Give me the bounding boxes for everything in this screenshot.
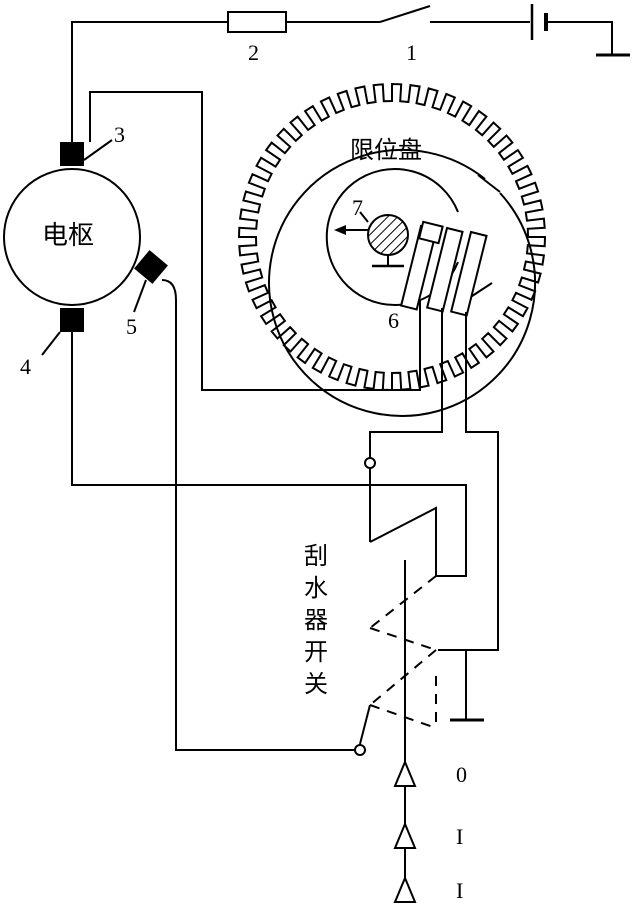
main-switch-1 [379,5,431,23]
position-marker-1 [393,821,417,849]
brush-5 [134,250,168,284]
position-markers [393,759,417,903]
contact-spring-c [449,230,488,317]
label-position-1: I [456,824,463,849]
position-marker-0 [393,759,417,787]
limit-disc-inner-track [268,148,536,417]
label-wiper-switch: 刮 水 器 开 关 [304,542,328,698]
switch-dash-4 [369,704,437,729]
leader-4 [41,331,61,356]
armature-motor [3,142,168,332]
leader-5 [133,279,147,313]
brush-3 [60,142,84,166]
cam-shaft-7 [367,214,409,256]
label-position-0: 0 [456,762,467,787]
label-brush-4: 4 [20,354,31,379]
wiper-switch-char-4: 开 [304,638,328,666]
wire-battery-to-ground [546,21,613,55]
switch-terminal-top [364,457,376,469]
wiper-switch-char-5: 关 [304,670,328,698]
wiper-switch-char-2: 水 [304,574,328,602]
label-armature: 电枢 [42,221,94,251]
cam-arrow-head [334,225,346,235]
gear-teeth [237,82,547,392]
control-wiring [71,91,499,751]
wire-brush4-to-switch [71,332,467,577]
limit-disc-notch [477,174,501,193]
supply-circuit [71,4,630,142]
wire-brush5-to-switch [161,279,356,751]
switch-dash-2 [369,627,437,651]
fuse-2 [227,11,287,33]
contact-head [417,220,444,245]
label-limit-disc: 限位盘 [350,136,422,164]
label-fuse-2: 2 [248,40,259,65]
gear-outline [237,82,547,392]
wiper-switch-char-3: 器 [304,606,328,634]
wire-contact-to-switch-mid [438,312,499,651]
wire-contact-to-switch-top [369,308,443,458]
wire-brush3-to-fuse [71,21,228,142]
label-cam-7: 7 [352,195,363,220]
label-brush-3: 3 [114,122,125,147]
leader-7 [359,211,369,223]
label-brush-5: 5 [126,314,137,339]
switch-dash-3 [369,649,437,706]
leader-3 [83,139,113,161]
armature-circle [3,168,141,306]
wiper-switch-char-1: 刮 [304,542,328,570]
brush-4 [60,308,84,332]
limit-disc [237,82,547,417]
switch-terminal-bottom [354,744,366,756]
position-marker-2 [393,875,417,903]
wiper-switch [354,457,484,903]
wire-brush3-to-contact [89,91,421,391]
switch-bottom-lead [359,704,371,745]
contact-springs-6 [399,220,488,317]
label-position-2: I [456,878,463,903]
label-switch-1: 1 [406,40,417,65]
label-contact-6: 6 [388,308,399,333]
switch-contact-solid [369,506,437,576]
switch-dash-1 [369,575,437,629]
contact-spring-b [425,226,464,313]
